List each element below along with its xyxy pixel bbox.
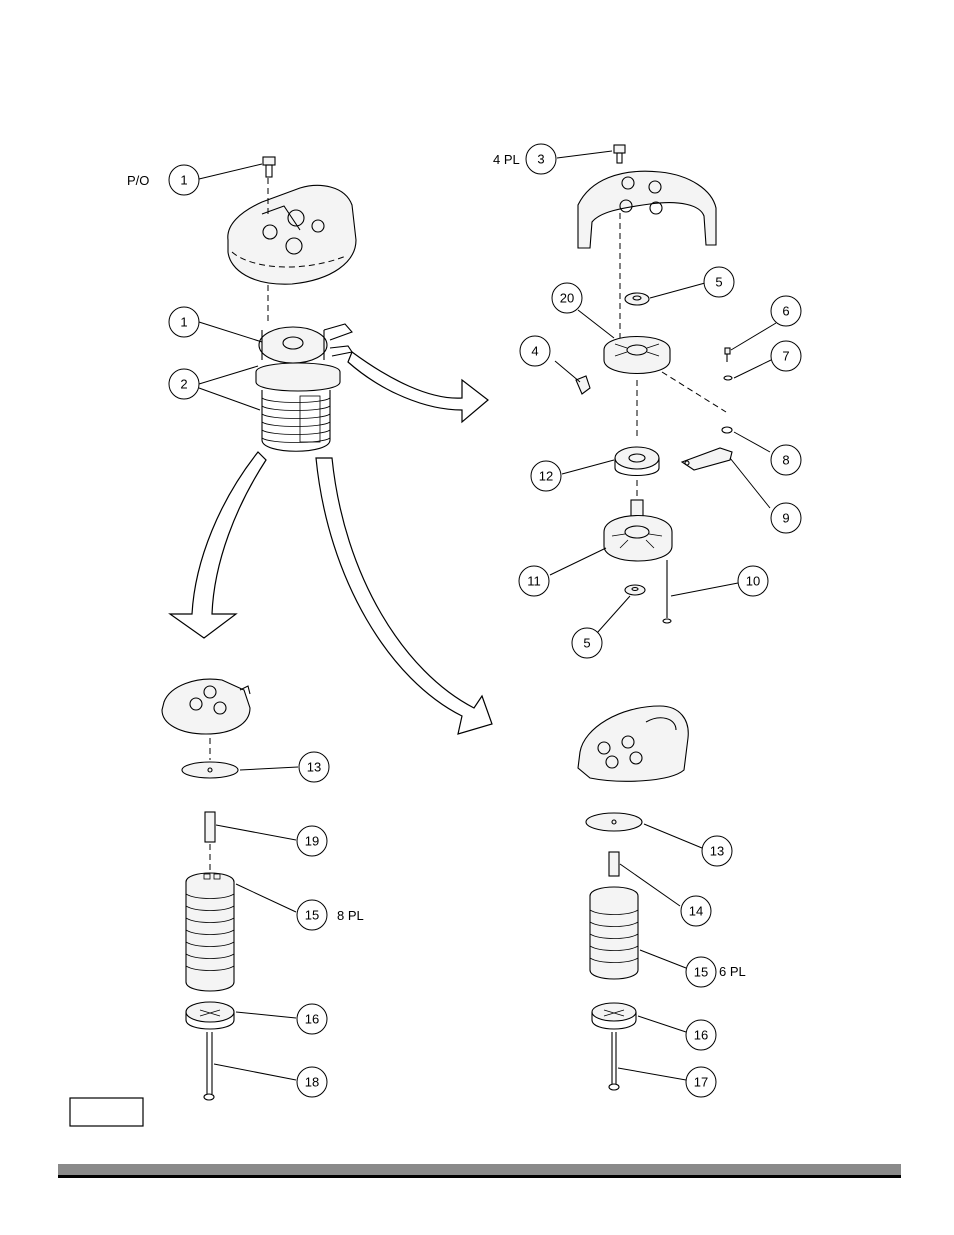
callout-6: 6 xyxy=(770,295,802,327)
svg-text:2: 2 xyxy=(180,377,187,392)
svg-text:1: 1 xyxy=(180,173,187,188)
pulley-part xyxy=(614,446,660,477)
svg-text:9: 9 xyxy=(782,511,789,526)
callout-1-mid: 1 xyxy=(168,306,200,338)
callout-11: 11 xyxy=(518,565,550,597)
svg-text:13: 13 xyxy=(710,844,724,859)
callout-3: 3 xyxy=(525,143,557,175)
svg-text:4: 4 xyxy=(531,344,538,359)
callout-15-left: 15 xyxy=(296,899,328,931)
svg-text:13: 13 xyxy=(307,760,321,775)
callout-19: 19 xyxy=(296,825,328,857)
svg-text:20: 20 xyxy=(560,291,574,306)
note-6-pl: 6 PL xyxy=(719,964,746,979)
page-label-box xyxy=(69,1097,144,1127)
svg-text:17: 17 xyxy=(694,1075,708,1090)
callout-17: 17 xyxy=(685,1066,717,1098)
svg-text:8: 8 xyxy=(782,453,789,468)
flow-arrow-down-left xyxy=(168,451,267,639)
callout-16-left: 16 xyxy=(296,1003,328,1035)
motor-head-part xyxy=(258,323,353,364)
callout-9: 9 xyxy=(770,502,802,534)
callout-12: 12 xyxy=(530,460,562,492)
svg-text:5: 5 xyxy=(583,636,590,651)
head-part xyxy=(161,678,251,735)
bracket-part xyxy=(577,170,717,249)
svg-text:14: 14 xyxy=(689,904,703,919)
stack-discs-part xyxy=(185,872,235,992)
top-right-exploded xyxy=(575,144,733,624)
svg-text:12: 12 xyxy=(539,469,553,484)
flow-arrow-right xyxy=(347,351,489,424)
callout-7: 7 xyxy=(770,340,802,372)
svg-text:15: 15 xyxy=(305,908,319,923)
svg-text:1: 1 xyxy=(180,315,187,330)
svg-text:10: 10 xyxy=(746,574,760,589)
svg-text:3: 3 xyxy=(537,152,544,167)
callout-20: 20 xyxy=(551,282,583,314)
pump-stack-part xyxy=(255,362,341,452)
callout-10: 10 xyxy=(737,565,769,597)
note-4-pl: 4 PL xyxy=(493,152,520,167)
leader-lines xyxy=(198,150,777,1081)
svg-text:5: 5 xyxy=(715,275,722,290)
svg-text:15: 15 xyxy=(694,965,708,980)
cover-part xyxy=(227,184,357,285)
svg-text:16: 16 xyxy=(305,1012,319,1027)
note-8-pl: 8 PL xyxy=(337,908,364,923)
svg-text:7: 7 xyxy=(782,349,789,364)
flow-arrow-down-right xyxy=(315,457,493,735)
footer-rule-dark xyxy=(58,1175,901,1178)
hub-part xyxy=(603,499,673,562)
note-po: P/O xyxy=(127,173,149,188)
svg-text:19: 19 xyxy=(305,834,319,849)
callout-16-right: 16 xyxy=(685,1019,717,1051)
screw-part xyxy=(262,156,276,178)
bottom-right-stack xyxy=(577,705,689,1091)
footer-rule-gray xyxy=(58,1164,901,1175)
bottom-left-stack xyxy=(161,678,251,1101)
svg-text:11: 11 xyxy=(527,574,541,589)
screw-part xyxy=(613,144,626,164)
plate-part xyxy=(603,336,671,374)
callout-1-top: 1 xyxy=(168,164,200,196)
callout-2: 2 xyxy=(168,368,200,400)
callout-13-left: 13 xyxy=(298,751,330,783)
svg-text:6: 6 xyxy=(782,304,789,319)
callout-15-right: 15 xyxy=(685,956,717,988)
callout-13-right: 13 xyxy=(701,835,733,867)
callout-5-bottom: 5 xyxy=(571,627,603,659)
stack-discs-part xyxy=(589,886,639,980)
callout-18: 18 xyxy=(296,1066,328,1098)
head-part xyxy=(577,705,689,782)
svg-text:18: 18 xyxy=(305,1075,319,1090)
callout-4: 4 xyxy=(519,335,551,367)
main-assembly xyxy=(227,156,357,452)
callout-14: 14 xyxy=(680,895,712,927)
callout-5-top: 5 xyxy=(703,266,735,298)
svg-text:16: 16 xyxy=(694,1028,708,1043)
callout-8: 8 xyxy=(770,444,802,476)
